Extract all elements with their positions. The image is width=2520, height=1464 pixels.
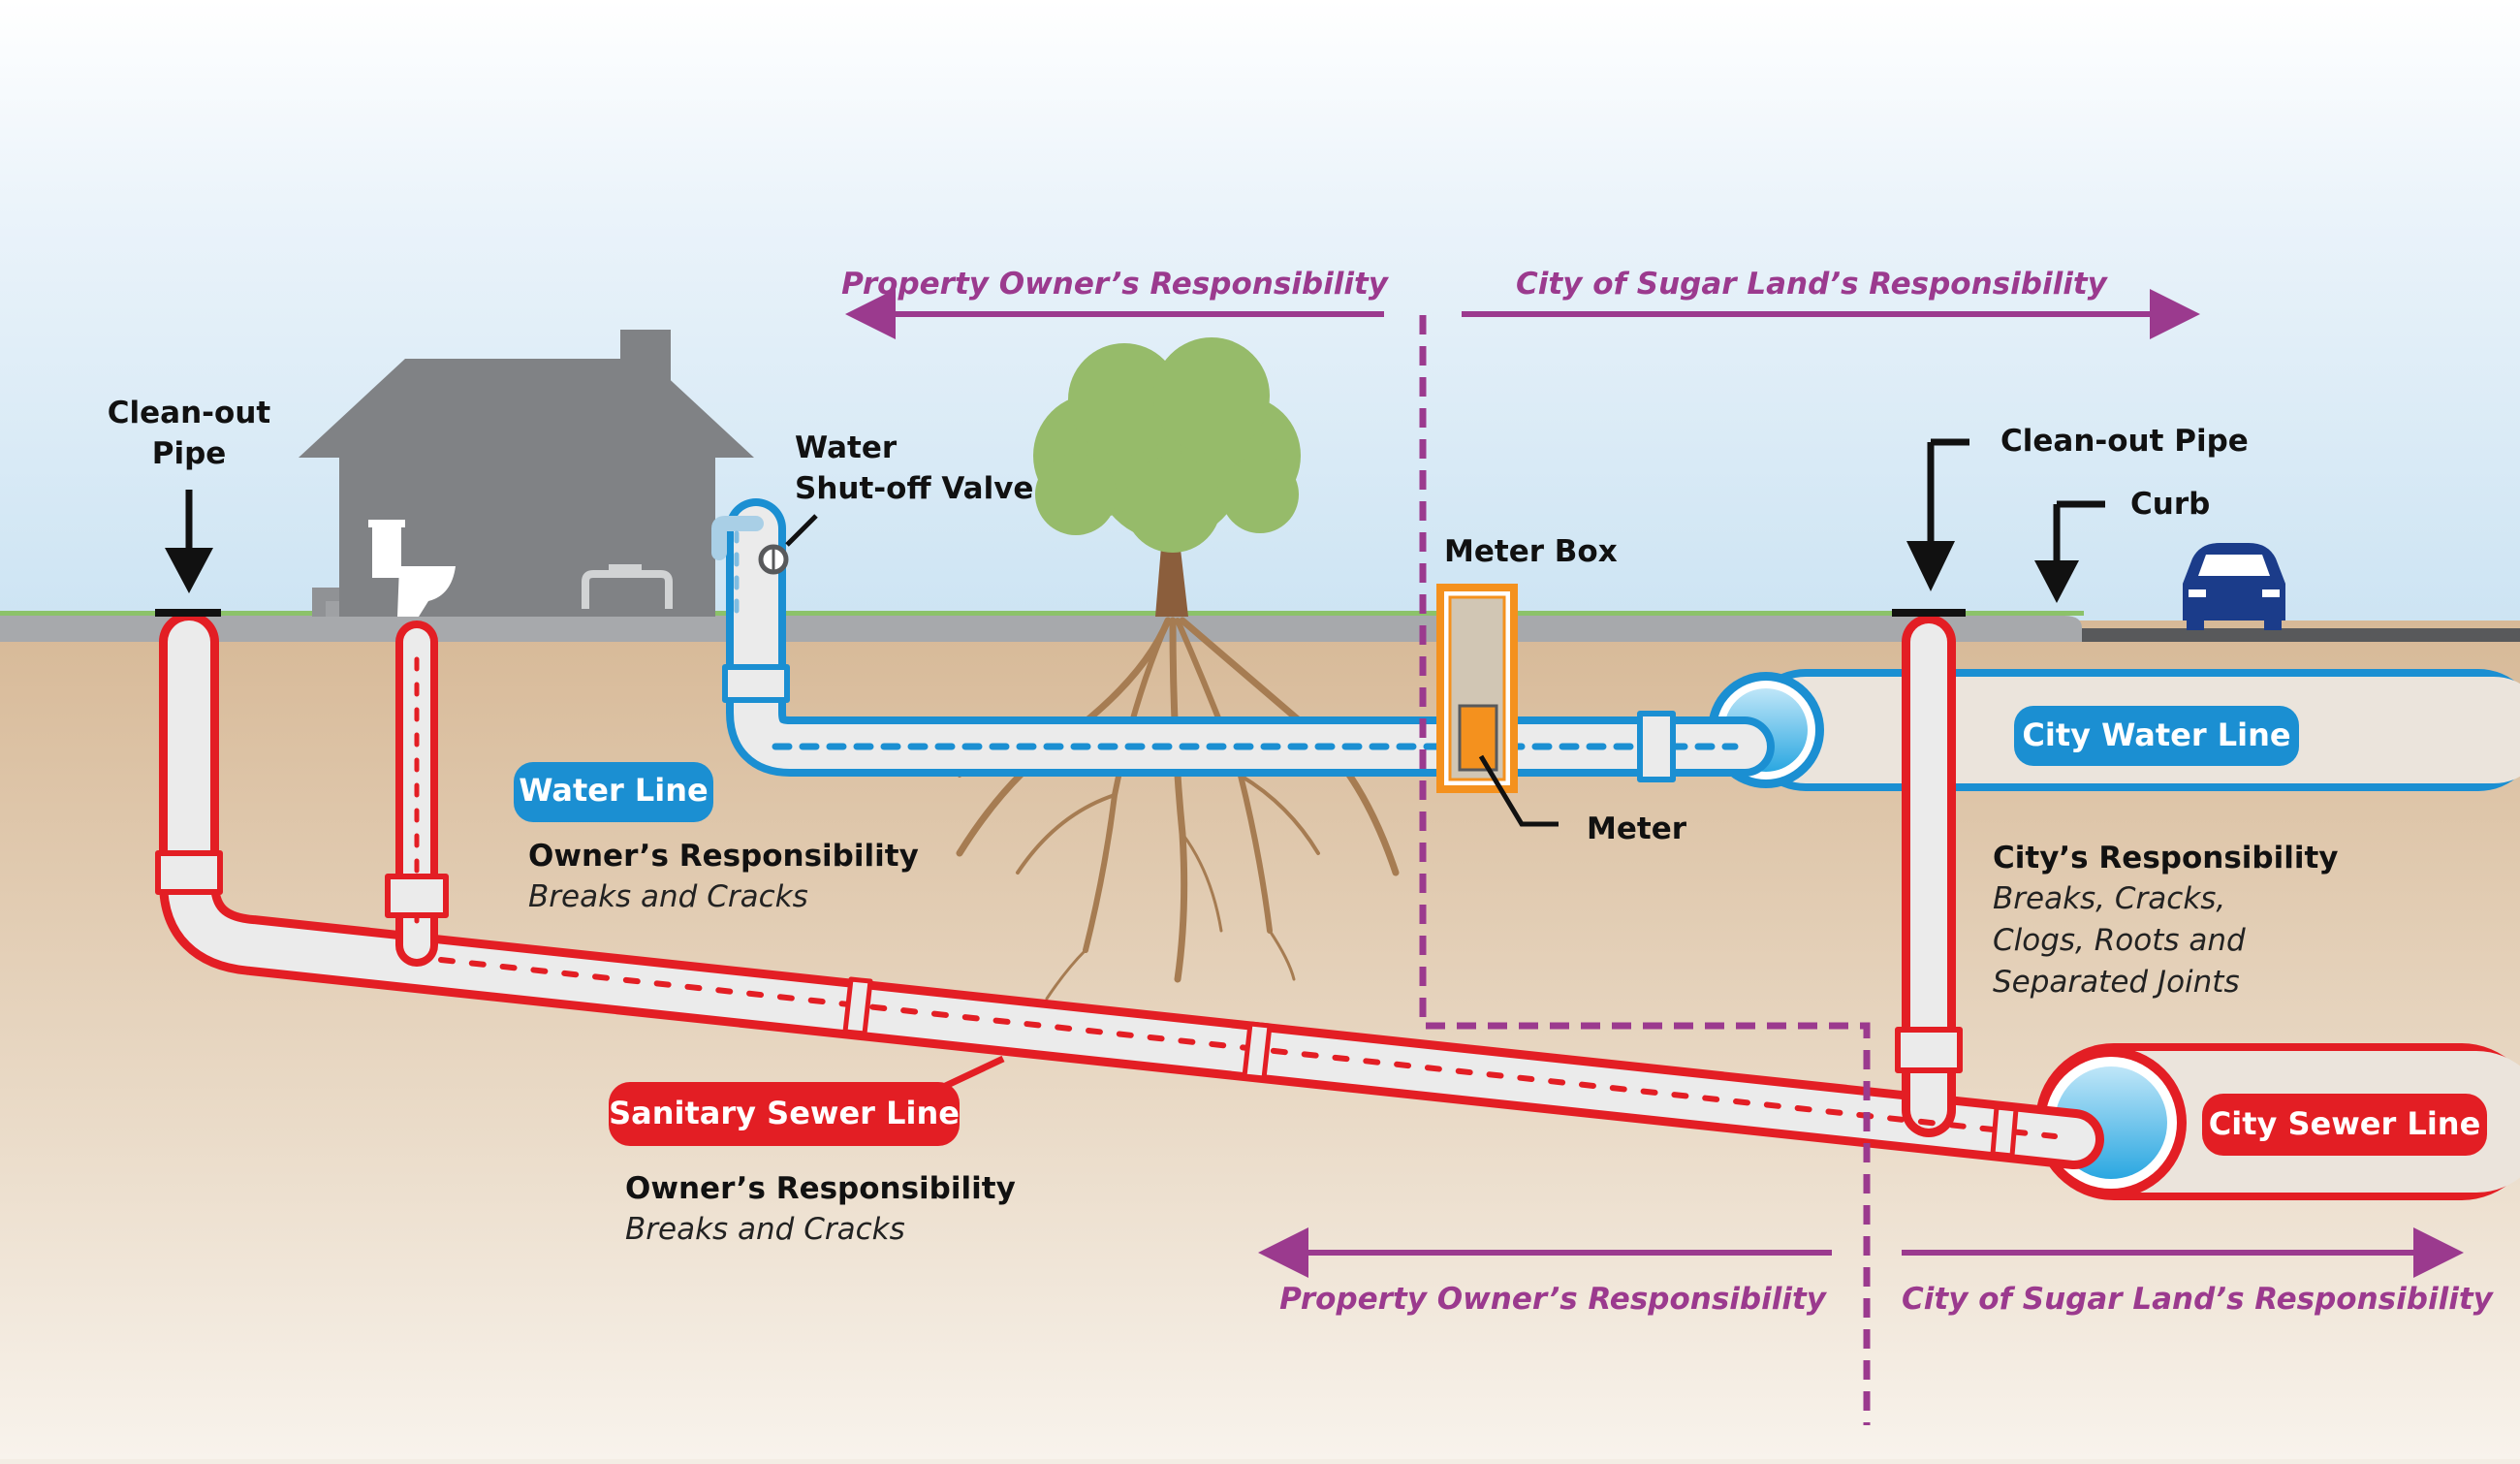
owner-responsibility-top: Property Owner’s Responsibility <box>841 267 1390 302</box>
responsibility-arrow-owner-top <box>845 289 1384 339</box>
shutoff-leader <box>785 514 818 547</box>
meter-box-label: Meter Box <box>1444 534 1618 569</box>
water-line-pill: Water Line <box>514 762 713 822</box>
city-sewer-label: City Sewer Line <box>2209 1105 2481 1142</box>
sanitary-sewer-line <box>155 612 2104 1169</box>
responsibility-arrow-owner-bottom <box>1258 1227 1832 1278</box>
curb-label: Curb <box>2130 487 2210 522</box>
sanitary-sewer-label: Sanitary Sewer Line <box>609 1095 960 1131</box>
sidewalk-surface <box>0 616 2082 642</box>
curb-arrow-icon <box>2034 500 2105 603</box>
city-responsibility-top: City of Sugar Land’s Responsibility <box>1516 267 2109 302</box>
meter-label: Meter <box>1587 812 1687 846</box>
tree-canopy <box>1033 337 1301 553</box>
city-responsibility-line3: Separated Joints <box>1993 965 2240 1000</box>
sewer-owner-responsibility-detail: Breaks and Cracks <box>625 1212 905 1247</box>
water-line-label: Water Line <box>519 772 709 809</box>
cleanout-right-label: Clean-out Pipe <box>2000 424 2249 459</box>
responsibility-arrow-city-top <box>1462 289 2200 339</box>
city-responsibility-title: City’s Responsibility <box>1993 841 2339 875</box>
shutoff-label-line2: Shut-off Valve <box>795 471 1033 506</box>
cleanout-right-arrow-icon <box>1906 438 1969 591</box>
car-icon <box>2183 543 2285 630</box>
city-responsibility-line1: Breaks, Cracks, <box>1993 881 2225 916</box>
shutoff-valve-icon <box>758 544 789 575</box>
house <box>299 330 754 617</box>
meter-box <box>1436 584 1518 793</box>
property-line <box>1419 315 1871 1425</box>
shutoff-label-line1: Water <box>795 430 898 465</box>
city-responsibility-bottom: City of Sugar Land’s Responsibility <box>1902 1282 2495 1317</box>
cleanout-cap-left <box>155 609 221 617</box>
meter-leader <box>1478 754 1559 827</box>
water-owner-responsibility-detail: Breaks and Cracks <box>528 879 808 914</box>
owner-responsibility-bottom: Property Owner’s Responsibility <box>1279 1282 1828 1317</box>
house-roof <box>299 359 754 458</box>
city-water-line-pill: City Water Line <box>2014 706 2299 766</box>
sewer-owner-responsibility-title: Owner’s Responsibility <box>625 1171 1016 1206</box>
city-responsibility-line2: Clogs, Roots and <box>1993 923 2246 958</box>
water-service-line <box>711 498 1775 782</box>
meter-icon <box>1458 704 1498 772</box>
city-water-line-label: City Water Line <box>2022 716 2290 753</box>
cleanout-left-label-line1: Clean-out <box>108 396 271 430</box>
cleanout-cap-right <box>1892 609 1966 617</box>
cleanout-left-label-line2: Pipe <box>152 436 227 471</box>
city-sewer-pill: City Sewer Line <box>2202 1094 2487 1156</box>
street-surface <box>2082 628 2520 642</box>
toilet-icon <box>368 520 456 617</box>
responsibility-arrow-city-bottom <box>1902 1227 2464 1278</box>
cleanout-left-arrow-icon <box>165 490 213 593</box>
grass-strip <box>0 611 2084 616</box>
water-owner-responsibility-title: Owner’s Responsibility <box>528 839 919 874</box>
sanitary-sewer-pill: Sanitary Sewer Line <box>609 1082 960 1146</box>
